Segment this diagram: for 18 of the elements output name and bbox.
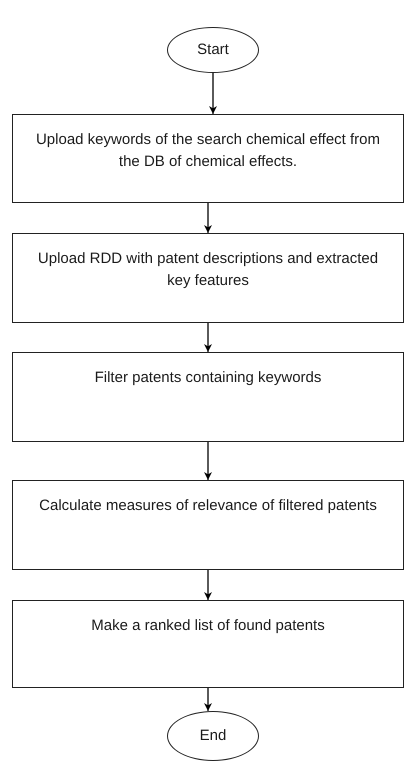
step-label: Make a ranked list of found patents [91, 616, 325, 636]
arrow [204, 570, 212, 600]
arrow [204, 688, 212, 711]
process-box [12, 600, 404, 688]
terminal-label: End [200, 726, 226, 746]
arrow [209, 73, 217, 114]
process-box [12, 352, 404, 442]
process-box [12, 480, 404, 570]
terminal-label: Start [197, 40, 229, 60]
step-label: Upload RDD with patent descriptions and extracted key features [36, 249, 380, 291]
arrow [204, 203, 212, 233]
step-label: Upload keywords of the search chemical effect from the DB of chemical effects. [34, 130, 382, 172]
step-label: Calculate measures of relevance of filtered patents [39, 496, 377, 516]
process-box [12, 114, 404, 203]
arrow [204, 442, 212, 480]
step-label: Filter patents containing keywords [94, 368, 322, 388]
process-box [12, 233, 404, 323]
arrow [204, 323, 212, 352]
